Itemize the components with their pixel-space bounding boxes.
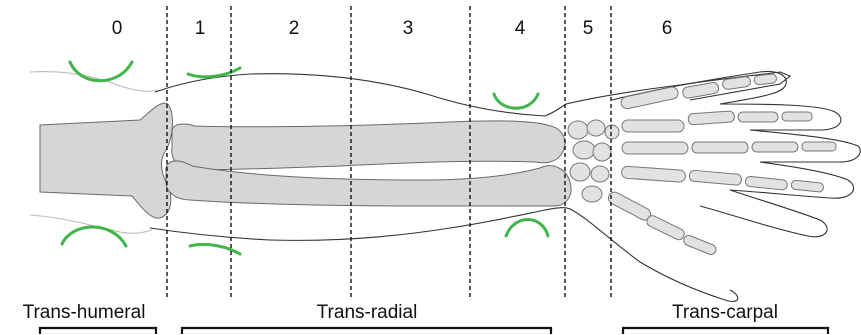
zone-number-1: 1 <box>195 18 206 39</box>
upper-arm-skin-bottom <box>30 215 152 233</box>
zone-number-4: 4 <box>515 18 526 39</box>
region-label-trans-humeral: Trans-humeral <box>23 302 146 323</box>
bracket-trans-humeral <box>40 328 156 334</box>
electrode-arc-bottom-zone4 <box>506 220 548 237</box>
zone-number-3: 3 <box>403 18 414 39</box>
zone-number-2: 2 <box>289 18 300 39</box>
electrode-arc-bottom-zone1 <box>190 244 240 254</box>
finger-bones <box>606 74 836 256</box>
electrode-arc-top-zone4 <box>494 94 538 108</box>
zone-number-5: 5 <box>583 18 594 39</box>
electrode-arc-top-zone0 <box>70 62 132 81</box>
region-label-trans-carpal: Trans-carpal <box>672 302 778 323</box>
zone-numbers: 0 1 2 3 4 5 6 <box>112 18 673 39</box>
zone-number-6: 6 <box>662 18 673 39</box>
bracket-trans-radial <box>182 328 551 334</box>
electrode-arc-bottom-zone0 <box>62 227 126 246</box>
bracket-trans-carpal <box>623 328 828 334</box>
region-label-trans-radial: Trans-radial <box>317 302 418 323</box>
zone-number-0: 0 <box>112 18 123 39</box>
humerus-bone <box>40 103 172 218</box>
